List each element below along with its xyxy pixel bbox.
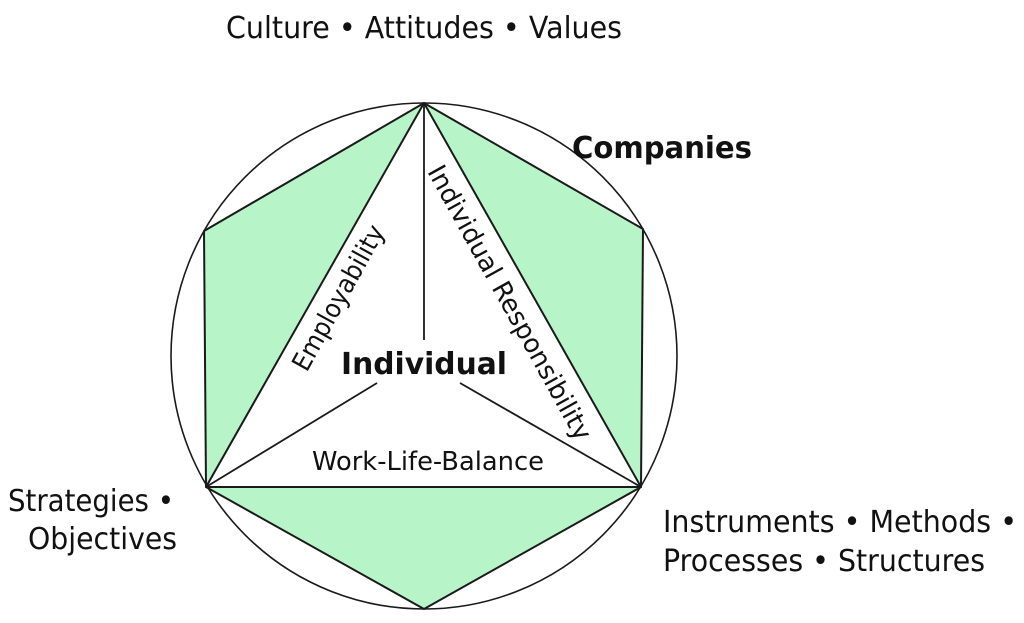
center-label: Individual xyxy=(341,347,507,382)
left-label-line2: Objectives xyxy=(28,522,177,557)
spoke-right xyxy=(459,382,642,488)
hexagon-outline xyxy=(203,102,644,610)
companies-label: Companies xyxy=(572,131,752,166)
right-label-line2: Processes • Structures xyxy=(663,544,985,579)
right-label-line1: Instruments • Methods • xyxy=(663,505,1017,540)
spoke-left xyxy=(205,382,378,488)
top-label: Culture • Attitudes • Values xyxy=(226,11,622,46)
left-label-line1: Strategies • xyxy=(8,484,174,519)
work-life-balance-label: Work-Life-Balance xyxy=(312,447,544,477)
